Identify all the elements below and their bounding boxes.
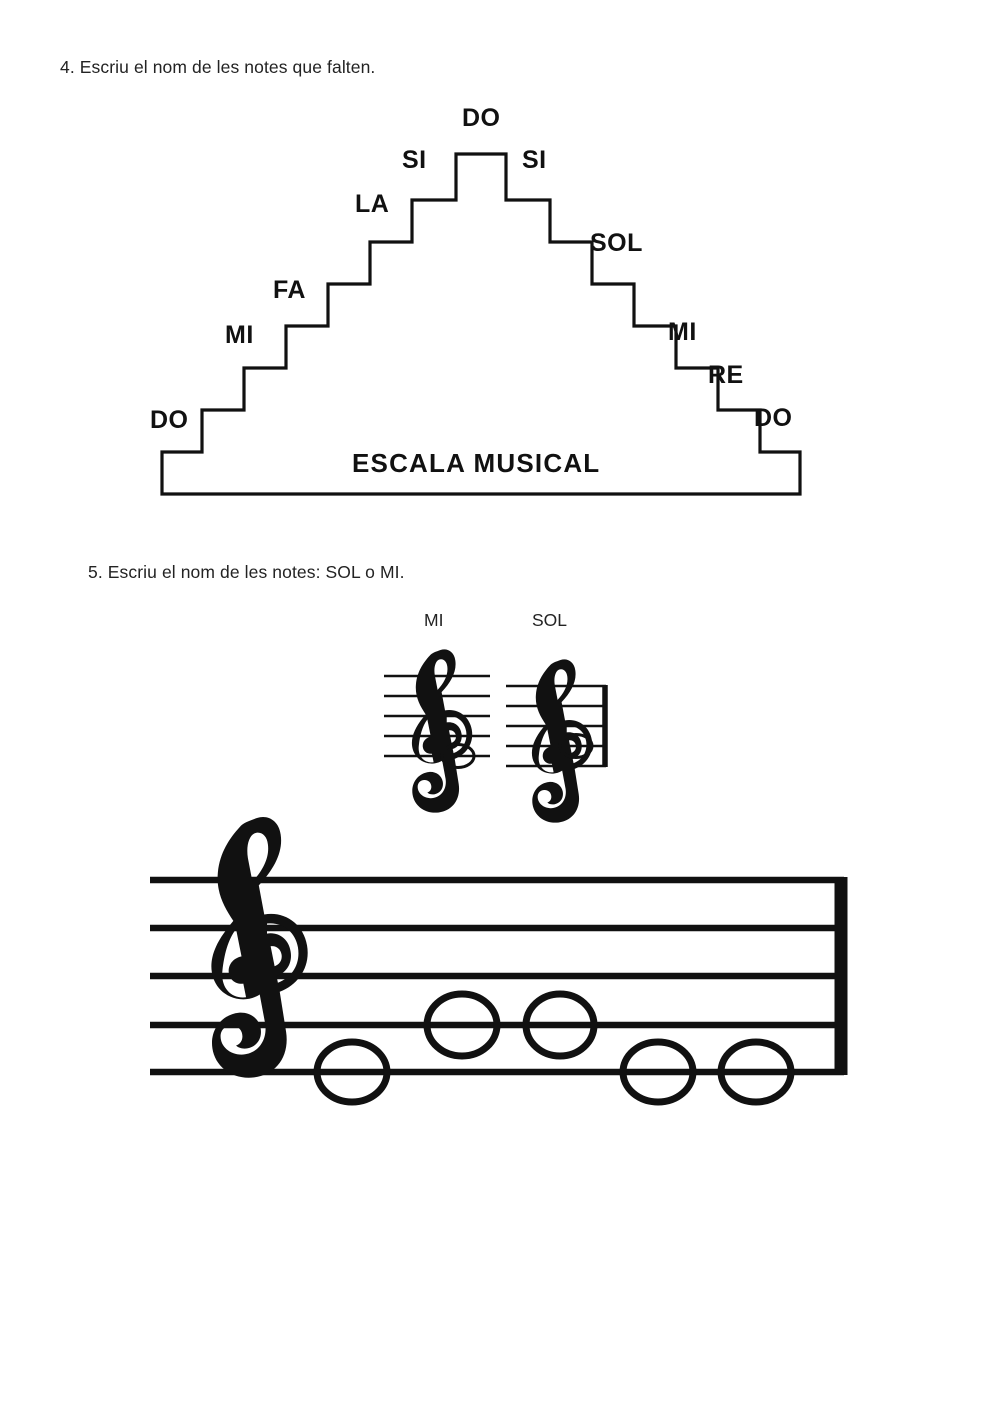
treble-clef-icon bbox=[211, 816, 308, 1078]
example-note-mi bbox=[440, 743, 476, 769]
exercise-staff bbox=[150, 810, 870, 1190]
note-head-1 bbox=[313, 1038, 391, 1106]
question-4-text: 4. Escriu el nom de les notes que falten… bbox=[60, 57, 376, 77]
stair-label-fa-left: FA bbox=[273, 276, 306, 304]
stair-label-mi-left: MI bbox=[225, 321, 254, 349]
staircase-path bbox=[160, 152, 802, 496]
note-heads bbox=[313, 990, 795, 1106]
example-staff-mi bbox=[384, 649, 490, 813]
question-5-text: 5. Escriu el nom de les notes: SOL o MI. bbox=[88, 562, 405, 582]
note-head-5 bbox=[717, 1038, 795, 1106]
note-head-4 bbox=[619, 1038, 697, 1106]
escala-musical-diagram: DO MI FA LA SI DO SI SOL MI RE DO ESCALA… bbox=[140, 98, 820, 510]
note-head-2 bbox=[423, 990, 501, 1060]
example-note-sol bbox=[558, 733, 594, 759]
staircase-outline-svg bbox=[160, 152, 802, 496]
note-examples-row: MI SOL bbox=[380, 600, 640, 823]
stair-label-si-right: SI bbox=[522, 146, 547, 174]
stair-label-la-left: LA bbox=[355, 190, 390, 218]
escala-musical-caption: ESCALA MUSICAL bbox=[352, 448, 601, 478]
example-label-mi: MI bbox=[424, 610, 444, 630]
stair-label-mi-right: MI bbox=[668, 318, 697, 346]
stair-label-re-right: RE bbox=[708, 361, 744, 389]
example-label-sol: SOL bbox=[532, 610, 568, 630]
treble-clef-icon bbox=[411, 649, 473, 813]
stair-label-do-right: DO bbox=[754, 404, 793, 432]
exercise-staff-svg bbox=[150, 816, 848, 1106]
stair-label-do-top: DO bbox=[462, 104, 501, 132]
example-staff-sol bbox=[506, 659, 608, 823]
stair-label-do-left: DO bbox=[150, 406, 189, 434]
stair-label-sol-right: SOL bbox=[590, 229, 643, 257]
stair-label-si-left: SI bbox=[402, 146, 427, 174]
note-head-3 bbox=[522, 990, 598, 1060]
